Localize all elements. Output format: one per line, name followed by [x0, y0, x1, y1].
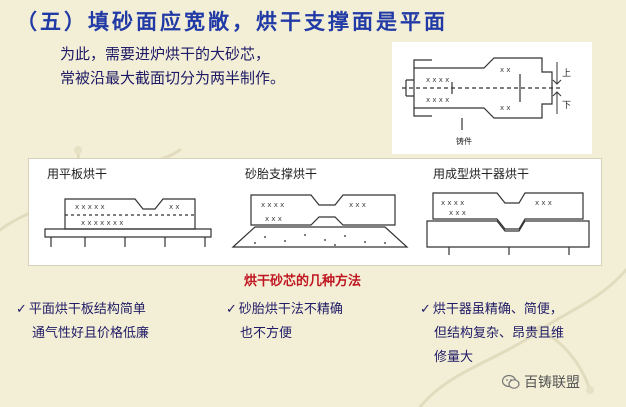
svg-text:x x: x x [500, 104, 511, 112]
bottom-half-label: 下 [562, 101, 571, 111]
intro-line-1: 为此，需要进炉烘干的大砂芯， [60, 45, 271, 63]
shaped-drier-drawing: x x x x x x x x x x [426, 192, 590, 255]
methods-title: 烘干砂芯的几种方法 [244, 274, 362, 289]
note-line: ✓烘干器虽精确、简便， [420, 302, 563, 317]
method-caption-shaped-drier: 用成型烘干器烘干 [433, 167, 530, 181]
svg-text:x x x: x x x [535, 199, 552, 207]
notes-column-2: ✓砂胎烘干法不精确 也不方便 [226, 298, 343, 346]
check-icon: ✓ [16, 302, 27, 317]
svg-text:x x x: x x x [349, 201, 366, 209]
watermark: 百铸联盟 [502, 372, 580, 392]
split-core-diagram: x x x x x x x x x x x x 上 下 铸件 [392, 42, 592, 154]
note-line: ✓砂胎烘干法不精确 [226, 302, 343, 317]
note-line: ✓平面烘干板结构简单 [16, 302, 146, 317]
svg-text:x x x x x: x x x x x [75, 203, 105, 211]
sand-bed-drawing: x x x x x x x x x x [231, 194, 409, 248]
svg-text:x x x x x x x: x x x x x x x [81, 219, 123, 227]
method-caption-flat-plate: 用平板烘干 [47, 167, 108, 181]
svg-text:x x x x: x x x x [426, 76, 449, 84]
check-icon: ✓ [420, 302, 431, 317]
page-title: （五）填砂面应宽敞，烘干支撑面是平面 [16, 10, 448, 34]
svg-text:x x: x x [500, 66, 511, 74]
svg-text:x x x: x x x [449, 209, 466, 217]
svg-text:x x x x: x x x x [441, 199, 464, 207]
watermark-text: 百铸联盟 [524, 375, 580, 391]
notes-column-3: ✓烘干器虽精确、简便， 但结构复杂、昂贵且维 修量大 [420, 298, 564, 370]
svg-text:x x x x: x x x x [426, 96, 449, 104]
note-line: 但结构复杂、昂贵且维 [434, 326, 565, 341]
note-line: 通气性好且价格低廉 [32, 326, 150, 341]
note-line: 修量大 [434, 350, 474, 365]
svg-text:x x x: x x x [265, 215, 282, 223]
wechat-icon [502, 374, 520, 389]
top-half-label: 上 [562, 68, 571, 79]
casting-label: 铸件 [456, 136, 472, 146]
note-line: 也不方便 [240, 326, 293, 341]
check-icon: ✓ [226, 302, 237, 317]
intro-line-2: 常被沿最大截面切分为两半制作。 [60, 69, 286, 87]
method-caption-sand-bed: 砂胎支撑烘干 [245, 167, 318, 181]
notes-column-1: ✓平面烘干板结构简单 通气性好且价格低廉 [16, 298, 149, 346]
flat-plate-drawing: x x x x x x x x x x x x x x [44, 198, 212, 247]
svg-text:x x x x: x x x x [261, 201, 284, 209]
intro-text: 为此，需要进炉烘干的大砂芯， 常被沿最大截面切分为两半制作。 [60, 42, 285, 90]
svg-text:x x: x x [169, 203, 180, 211]
